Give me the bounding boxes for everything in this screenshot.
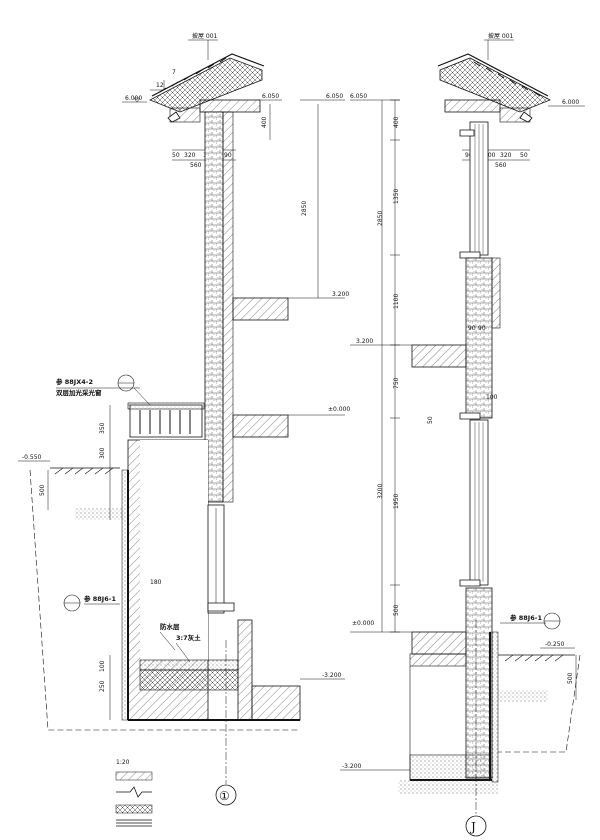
right-section: 披屋 001 6.000 6.050 400 1350 2850 1100 75… (340, 32, 585, 837)
left-section: 披屋 001 7 12 6.000 6.050 6.050 400 50 (18, 32, 350, 806)
left-dim-300: 300 (99, 447, 106, 459)
right-dim-1350: 1350 (393, 189, 400, 204)
legend-hatch-diagonal (115, 771, 153, 781)
left-dim-320: 320 (184, 152, 196, 159)
left-mat-water: 防水层 (160, 622, 180, 631)
left-elev-neg0550: -0.550 (22, 454, 42, 461)
right-dim-1100: 1100 (393, 294, 400, 309)
right-slab-3200 (411, 344, 467, 368)
left-ref-wall: 参 88J6-1 (84, 594, 116, 603)
left-dim-350: 350 (99, 422, 106, 434)
left-dim-2850: 2850 (301, 201, 308, 216)
right-dim-100: 100 (484, 152, 496, 159)
left-mat-lime: 3:7灰土 (176, 633, 201, 642)
left-window-block (129, 404, 203, 438)
legend-hatch-solid-lines (116, 819, 152, 827)
left-dim-100b: 100 (99, 660, 106, 672)
right-elev-neg3200: -3.200 (342, 763, 362, 770)
left-elev-eave: 6.000 (125, 95, 142, 102)
left-dim-250: 250 (99, 680, 106, 692)
legend-hatch-crosshatch (115, 804, 153, 814)
left-slab-3200 (232, 297, 289, 321)
right-roof (437, 53, 551, 123)
right-dim-500: 500 (393, 604, 400, 616)
mid-elev-top: 6.050 (326, 93, 343, 100)
right-ref-wall: 参 88J6-1 (510, 613, 542, 622)
left-elev-0000: ±0.000 (328, 406, 350, 413)
left-wall-finish (222, 111, 234, 503)
right-dim-3200: 3200 (377, 484, 384, 499)
right-dim-50b: 50 (427, 416, 434, 424)
right-dim-500b: 500 (567, 672, 574, 684)
left-slope-rise: 7 (172, 69, 176, 76)
right-elev-0000: ±0.000 (352, 620, 374, 627)
left-slab-0000 (232, 414, 289, 438)
left-excavation-line (29, 469, 300, 731)
left-dim-500: 500 (39, 484, 46, 496)
left-slope-run: 12 (156, 82, 164, 89)
left-basement-floor (139, 659, 239, 671)
right-elev-neg0250: -0.250 (545, 641, 565, 648)
right-axis-label: J (469, 820, 476, 834)
right-dim-2850: 2850 (377, 211, 384, 226)
left-dim-180: 180 (150, 579, 162, 586)
right-dim-1950: 1950 (393, 494, 400, 509)
right-dim-100b: 100 (486, 394, 498, 401)
right-dim-50: 50 (520, 152, 528, 159)
right-basement-floor (409, 754, 491, 781)
legend: 1:20 (115, 759, 153, 827)
right-dim-400: 400 (393, 116, 400, 128)
right-dim-320: 320 (500, 152, 512, 159)
right-slab-0000 (411, 631, 467, 655)
left-axis-marker (215, 784, 237, 806)
scale-label: 1:20 (116, 759, 130, 766)
right-dim-90-wall-b: 90 (478, 325, 486, 332)
right-basement-wall (465, 587, 493, 779)
right-dim-90a: 90 (465, 152, 473, 159)
left-axis-label: ① (219, 789, 230, 803)
left-elev-top: 6.050 (262, 93, 279, 100)
right-dim-750: 750 (393, 377, 400, 389)
right-elev-eave: 6.000 (562, 99, 579, 106)
right-roof-label: 披屋 001 (488, 32, 514, 40)
left-dim-400: 400 (261, 116, 268, 128)
left-dim-50: 50 (172, 152, 180, 159)
left-dim-560: 560 (190, 162, 202, 169)
right-dim-560: 560 (495, 162, 507, 169)
left-ref-window: 参 88JX4-2 (56, 377, 93, 386)
legend-hatch-break (116, 786, 152, 798)
right-vertical-dims: 400 1350 2850 1100 750 3200 1950 500 (377, 99, 400, 633)
left-elev-3200: 3.200 (332, 291, 349, 298)
right-elev-3200: 3.200 (356, 338, 373, 345)
right-axis-marker (465, 815, 487, 837)
left-roof-label: 披屋 001 (192, 32, 218, 40)
right-excavation-line (498, 654, 581, 753)
left-ref-window-desc: 双层加光采光窗 (56, 388, 102, 397)
left-elev-neg3200: -3.200 (322, 672, 342, 679)
right-dim-90-wall-a: 90 (468, 325, 476, 332)
right-elev-top: 6.050 (350, 93, 367, 100)
